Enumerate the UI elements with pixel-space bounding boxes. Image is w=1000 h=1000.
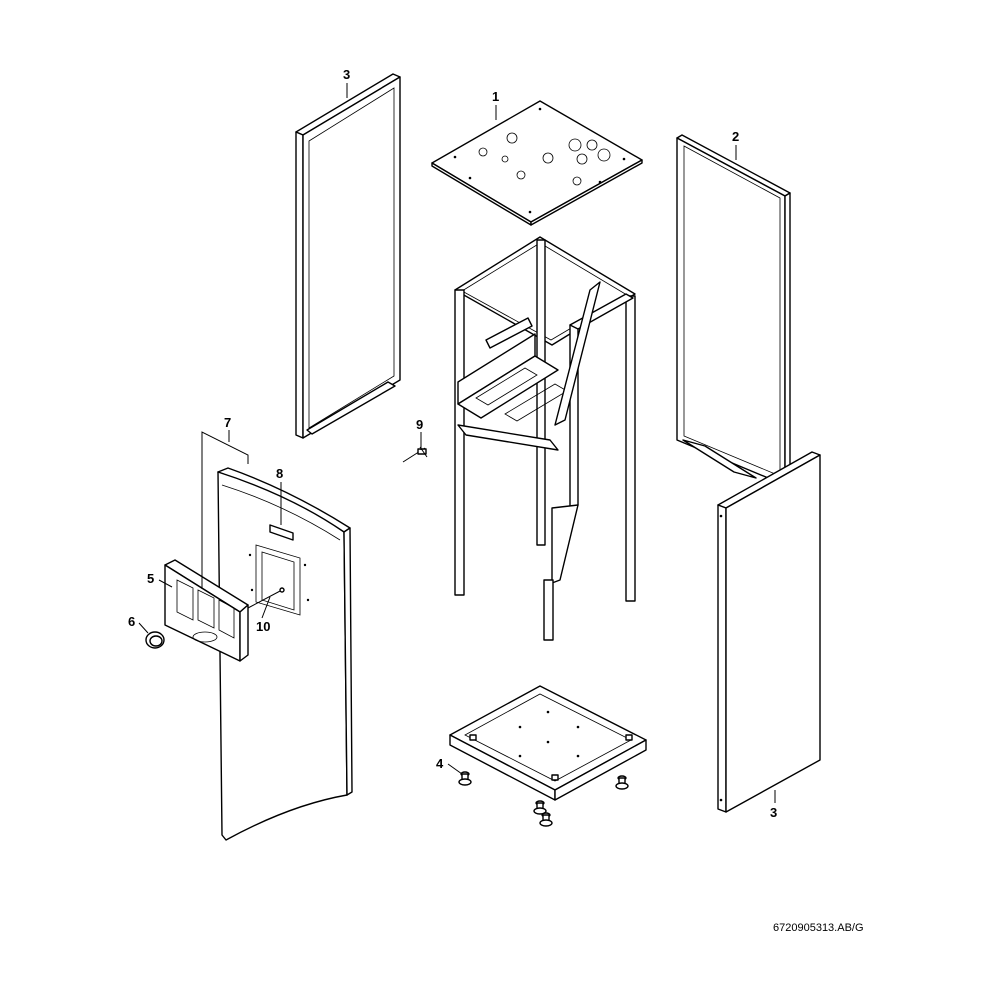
right-side-panel — [676, 134, 791, 486]
top-cover-plate — [431, 100, 643, 226]
left-side-panel — [295, 73, 401, 439]
callout-5: 5 — [147, 571, 154, 586]
frame-chassis — [454, 236, 636, 641]
foot-middle — [533, 800, 547, 815]
base-plate — [449, 685, 647, 801]
callout-4: 4 — [436, 756, 444, 771]
cable — [247, 587, 285, 609]
foot-right — [615, 775, 629, 790]
control-panel-bezel — [164, 559, 249, 662]
callout-10: 10 — [256, 619, 270, 634]
callout-7: 7 — [224, 415, 231, 430]
callout-2: 2 — [732, 129, 739, 144]
foot-front — [539, 812, 553, 827]
adjustable-feet — [458, 771, 629, 827]
callout-8: 8 — [276, 466, 283, 481]
callout-1: 1 — [492, 89, 499, 104]
bracket-7 — [201, 431, 249, 589]
document-number: 6720905313.AB/G — [773, 922, 864, 934]
foot-left — [458, 771, 472, 786]
control-knob — [145, 631, 165, 649]
callout-3-right-panel: 3 — [770, 805, 777, 820]
leader-lines — [138, 83, 776, 803]
callout-3-left-panel: 3 — [343, 67, 350, 82]
front-door-panel — [217, 467, 353, 841]
sensor-clip — [402, 446, 428, 463]
callout-6: 6 — [128, 614, 135, 629]
callout-9: 9 — [416, 417, 423, 432]
right-front-panel — [717, 451, 821, 813]
